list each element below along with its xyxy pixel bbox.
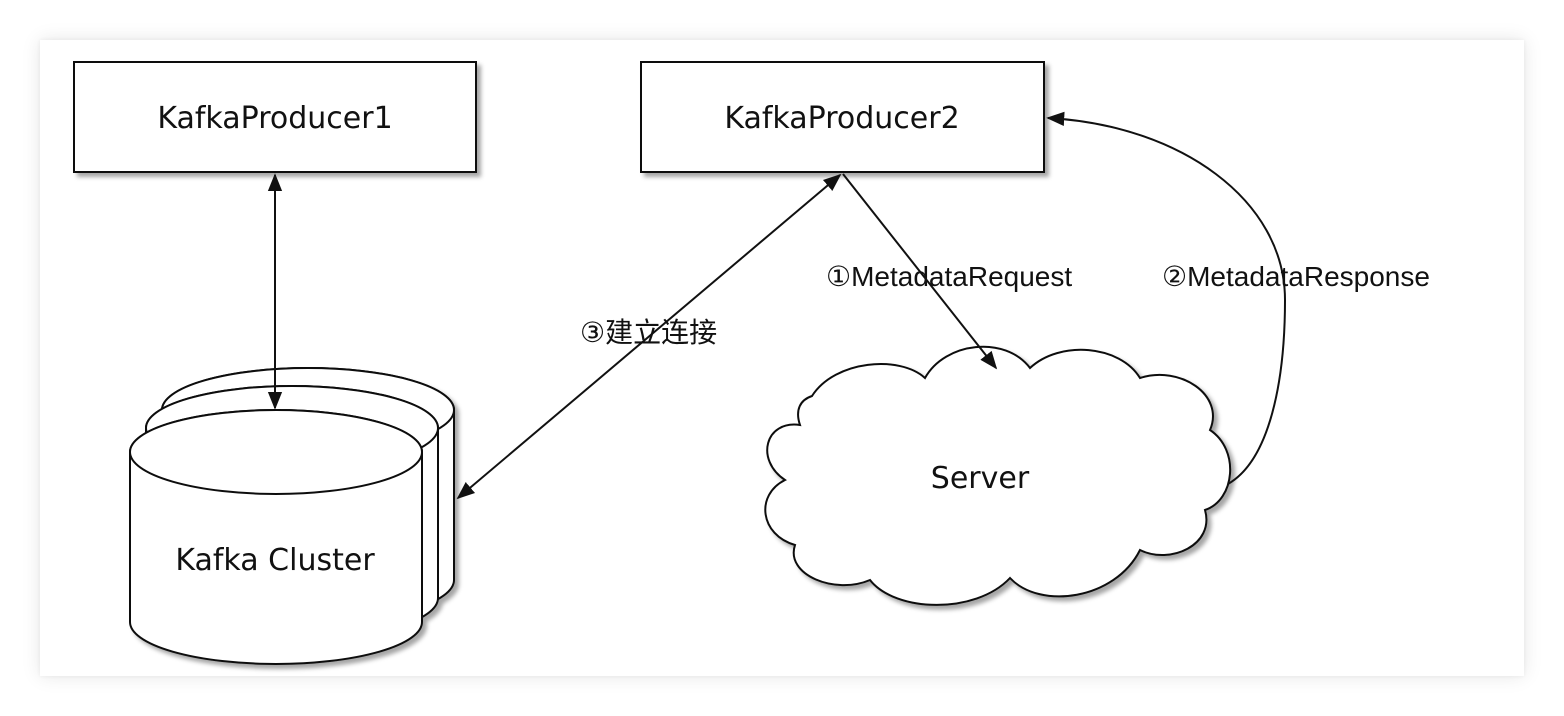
- metadata-response-label: ②MetadataResponse: [1162, 261, 1430, 292]
- producer2-node: KafkaProducer2: [640, 61, 1045, 173]
- producer2-label: KafkaProducer2: [724, 101, 959, 136]
- cluster-label: Kafka Cluster: [175, 543, 375, 578]
- producer1-node: KafkaProducer1: [73, 61, 477, 173]
- server-label: Server: [931, 461, 1030, 496]
- metadata-request-edge: [842, 173, 998, 370]
- server-node: Server: [764, 345, 1232, 606]
- metadata-request-label: ①MetadataRequest: [826, 261, 1072, 292]
- metadata-response-edge: [1046, 111, 1287, 485]
- connect-label: ③建立连接: [580, 317, 717, 348]
- connect-edge: [456, 173, 842, 500]
- producer1-label: KafkaProducer1: [157, 101, 392, 136]
- cluster-node: [129, 367, 455, 665]
